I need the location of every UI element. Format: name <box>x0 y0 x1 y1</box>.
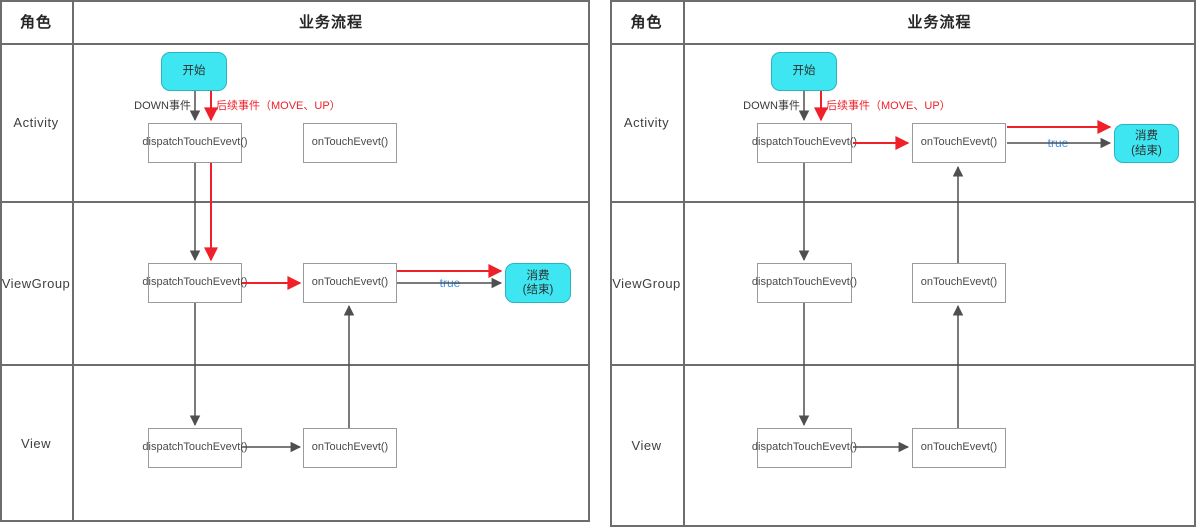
node-start: 开始 <box>771 52 837 91</box>
consume-line1: 消费 <box>526 269 550 282</box>
node-viewgroup-ontouchevent: onTouchEvevt() <box>303 263 397 303</box>
header-divider <box>612 43 1194 45</box>
diagram-panel-right <box>610 0 1196 527</box>
role-column-divider <box>683 2 685 525</box>
consume-line2: (结束) <box>1131 144 1162 157</box>
consume-line1: 消费 <box>1135 130 1158 143</box>
lane-divider-activity-viewgroup <box>2 201 588 203</box>
role-header: 角色 <box>630 14 663 31</box>
flow-header: 业务流程 <box>298 14 363 31</box>
role-header: 角色 <box>19 14 52 31</box>
lane-divider-activity-viewgroup <box>612 201 1194 203</box>
node-activity-ontouchevent: onTouchEvevt() <box>303 123 397 163</box>
node-activity-ontouchevent: onTouchEvevt() <box>912 123 1006 163</box>
consume-line2: (结束) <box>522 284 554 296</box>
lane-label-activity: Activity <box>623 115 670 130</box>
lane-label-activity: Activity <box>13 115 59 130</box>
edge-label-follow-events: 后续事件（MOVE、UP） <box>216 100 341 112</box>
role-column-divider <box>72 2 74 520</box>
node-view-dispatchtouchevent: dispatchTouchEvevt() <box>752 428 857 468</box>
edge-label-follow-events: 后续事件（MOVE、UP） <box>826 100 951 112</box>
node-consume-end: 消费 (结束) <box>1114 124 1179 163</box>
node-view-dispatchtouchevent: dispatchTouchEvevt() <box>142 428 248 468</box>
node-consume-end: 消费 (结束) <box>505 263 571 303</box>
node-start: 开始 <box>161 52 227 91</box>
node-viewgroup-dispatchtouchevent: dispatchTouchEvevt() <box>142 263 248 303</box>
lane-label-viewgroup: ViewGroup <box>1 275 71 291</box>
edge-label-true: true <box>425 276 475 290</box>
node-activity-dispatchtouchevent: dispatchTouchEvevt() <box>752 123 857 163</box>
lane-label-view: View <box>21 435 51 451</box>
diagram-panel-left <box>0 0 590 522</box>
node-activity-dispatchtouchevent: dispatchTouchEvevt() <box>142 123 248 163</box>
flow-header: 业务流程 <box>907 14 972 31</box>
edge-label-down-event: DOWN事件 <box>134 100 191 112</box>
node-view-ontouchevent: onTouchEvevt() <box>912 428 1006 468</box>
node-view-ontouchevent: onTouchEvevt() <box>303 428 397 468</box>
edge-label-down-event: DOWN事件 <box>743 100 800 112</box>
lane-divider-viewgroup-view <box>612 364 1194 366</box>
node-viewgroup-dispatchtouchevent: dispatchTouchEvevt() <box>752 263 857 303</box>
lane-divider-viewgroup-view <box>2 364 588 366</box>
lane-label-viewgroup: ViewGroup <box>612 275 681 291</box>
lane-label-view: View <box>631 437 662 453</box>
header-divider <box>2 43 588 45</box>
node-viewgroup-ontouchevent: onTouchEvevt() <box>912 263 1006 303</box>
edge-label-true: true <box>1033 136 1083 150</box>
